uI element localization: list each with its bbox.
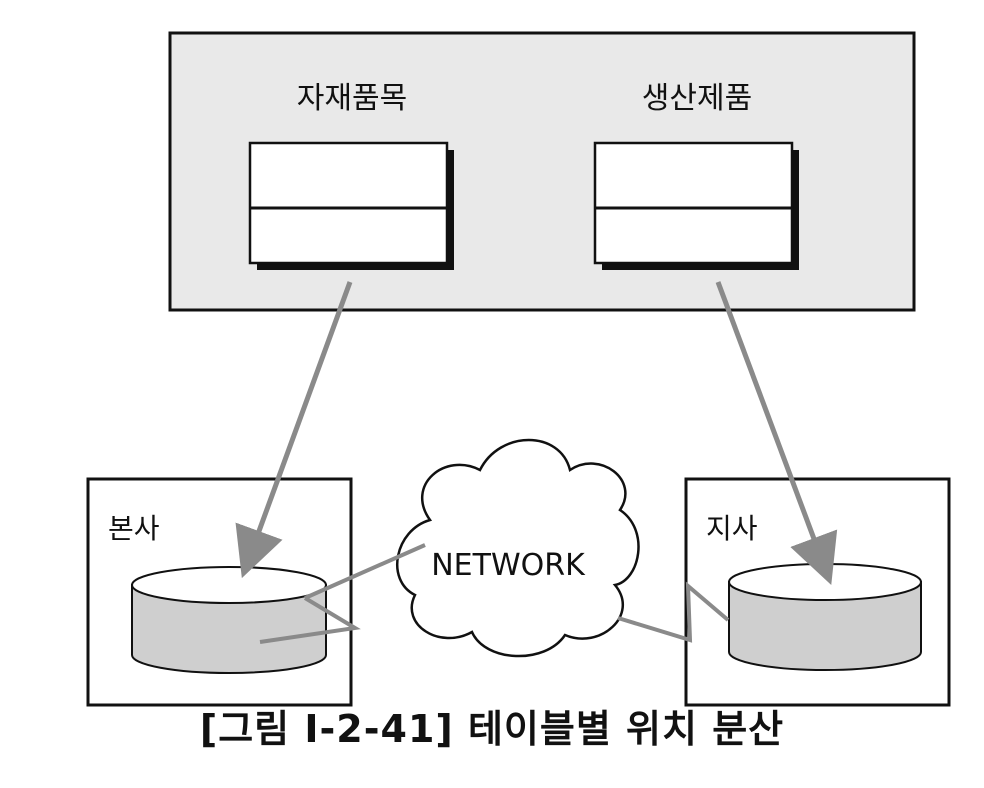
table-label-materials: 자재품목 <box>297 81 407 116</box>
arrow-products-to-branch <box>715 281 838 586</box>
network-cloud <box>396 438 640 658</box>
table-box-products <box>593 141 799 270</box>
site-label-branch: 지사 <box>706 512 758 545</box>
network-label: NETWORK <box>431 548 586 583</box>
table-label-products: 생산제품 <box>642 81 752 116</box>
database-cylinder-headquarters <box>131 566 327 674</box>
network-links <box>259 543 730 644</box>
database-cylinder-branch <box>728 563 922 671</box>
table-box-materials <box>248 141 454 270</box>
arrow-materials-to-headquarters <box>235 281 353 579</box>
site-label-headquarters: 본사 <box>108 512 160 545</box>
figure-caption: [그림 Ⅰ-2-41] 테이블별 위치 분산 <box>199 707 785 751</box>
